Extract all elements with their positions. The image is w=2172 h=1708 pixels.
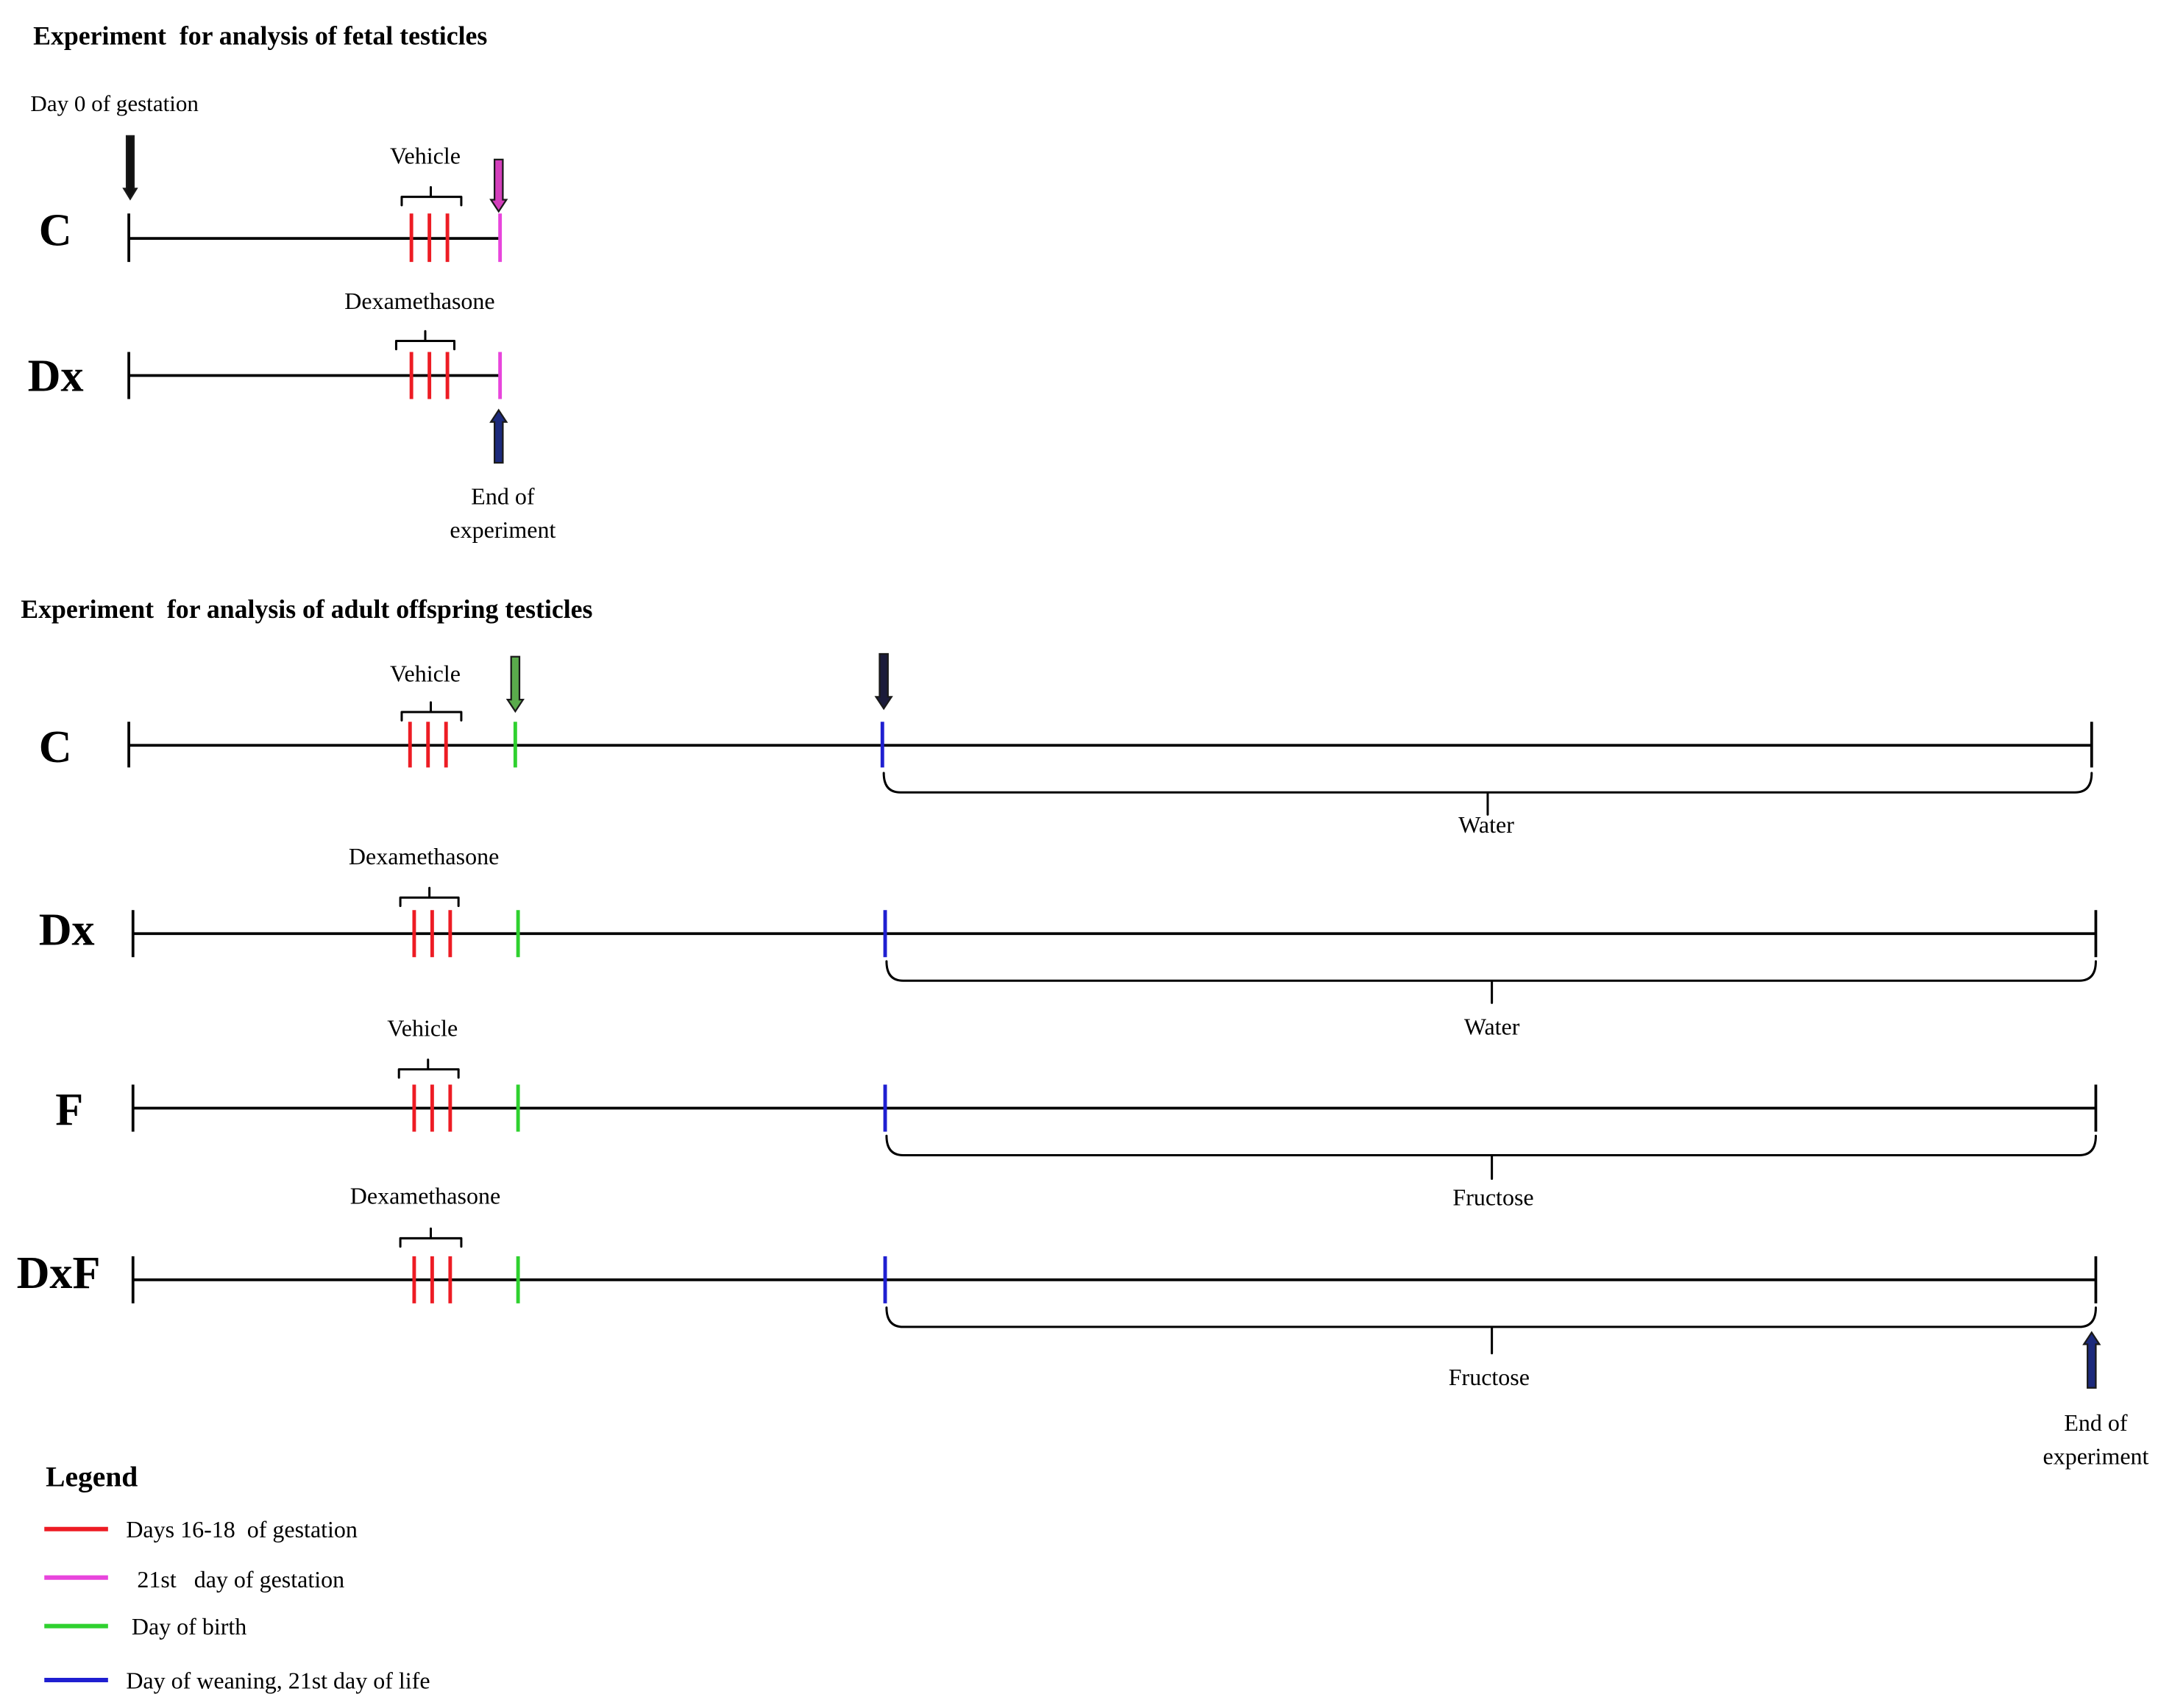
fetal-experiment-section: Experiment for analysis of fetal testicl… <box>28 21 556 543</box>
legend-label: Days 16-18 of gestation <box>126 1516 358 1542</box>
group-label: DxF <box>17 1248 101 1298</box>
treatment-label: Vehicle <box>390 661 461 687</box>
treatment-label: Dexamethasone <box>350 1182 500 1209</box>
birth-arrow <box>505 655 525 714</box>
gestation-day-21-arrow <box>489 158 508 213</box>
end-of-experiment-label-line-1: End of <box>2064 1409 2128 1436</box>
adult-group-row-dxf: Dexamethasone DxF Fructose <box>17 1182 2098 1390</box>
weaning-arrow <box>874 652 893 711</box>
group-label: Dx <box>28 351 84 401</box>
treatment-day-ticks <box>412 1256 452 1303</box>
group-label: Dx <box>39 905 95 955</box>
treatment-label: Vehicle <box>390 142 461 168</box>
treatment-bracket <box>394 330 456 351</box>
legend-label: 21st day of gestation <box>137 1566 344 1593</box>
drink-bracket <box>885 1306 2097 1355</box>
legend-item-gestation-day-21: 21st day of gestation <box>44 1566 344 1593</box>
legend-label: Day of weaning, 21st day of life <box>126 1667 430 1693</box>
end-of-experiment-label-line-2: experiment <box>2043 1442 2148 1469</box>
group-label: C <box>39 206 72 256</box>
drink-bracket <box>882 772 2093 816</box>
treatment-bracket <box>399 1227 463 1248</box>
treatment-bracket <box>400 701 463 722</box>
treatment-label: Dexamethasone <box>344 288 494 314</box>
adult-experiment-title: Experiment for analysis of adult offspri… <box>21 594 592 624</box>
end-of-experiment-arrow <box>2082 1331 2101 1389</box>
treatment-day-ticks <box>412 910 452 958</box>
treatment-bracket <box>397 1058 460 1079</box>
group-label: C <box>39 722 72 772</box>
treatment-bracket <box>400 185 463 207</box>
legend-title: Legend <box>46 1460 138 1492</box>
group-label: F <box>55 1085 83 1135</box>
treatment-day-ticks <box>409 213 450 263</box>
legend-item-birth: Day of birth <box>44 1613 246 1640</box>
drink-label: Fructose <box>1449 1364 1530 1390</box>
treatment-day-ticks <box>409 352 450 399</box>
adult-group-row-c: Vehicle C Water <box>39 652 2093 838</box>
treatment-label: Dexamethasone <box>349 843 499 869</box>
drink-label: Water <box>1458 811 1514 838</box>
legend-item-treatment-days: Days 16-18 of gestation <box>44 1516 358 1542</box>
treatment-day-ticks <box>412 1084 452 1132</box>
adult-experiment-section: Experiment for analysis of adult offspri… <box>17 594 2149 1469</box>
end-of-experiment-label-line-2: experiment <box>450 516 556 543</box>
legend-item-weaning: Day of weaning, 21st day of life <box>44 1667 430 1693</box>
treatment-label: Vehicle <box>387 1015 458 1042</box>
end-of-experiment-label-line-1: End of <box>471 483 535 510</box>
treatment-bracket <box>399 886 460 908</box>
gestation-start-arrow <box>122 135 138 201</box>
gestation-start-label: Day 0 of gestation <box>30 90 199 116</box>
adult-group-row-f: Vehicle F Fructose <box>55 1015 2098 1210</box>
legend-label: Day of birth <box>132 1613 246 1640</box>
fetal-group-row-dx: Dexamethasone Dx <box>28 288 503 401</box>
drink-label: Water <box>1464 1014 1520 1040</box>
end-of-experiment-arrow <box>489 408 508 464</box>
legend: Legend Days 16-18 of gestation 21st day … <box>44 1460 430 1693</box>
drink-label: Fructose <box>1452 1184 1533 1210</box>
drink-bracket <box>885 960 2097 1004</box>
treatment-day-ticks <box>408 722 448 768</box>
fetal-experiment-title: Experiment for analysis of fetal testicl… <box>33 21 487 51</box>
adult-group-row-dx: Dexamethasone Dx Water <box>39 843 2098 1040</box>
fetal-group-row-c: Vehicle C <box>39 142 508 263</box>
drink-bracket <box>885 1134 2097 1180</box>
